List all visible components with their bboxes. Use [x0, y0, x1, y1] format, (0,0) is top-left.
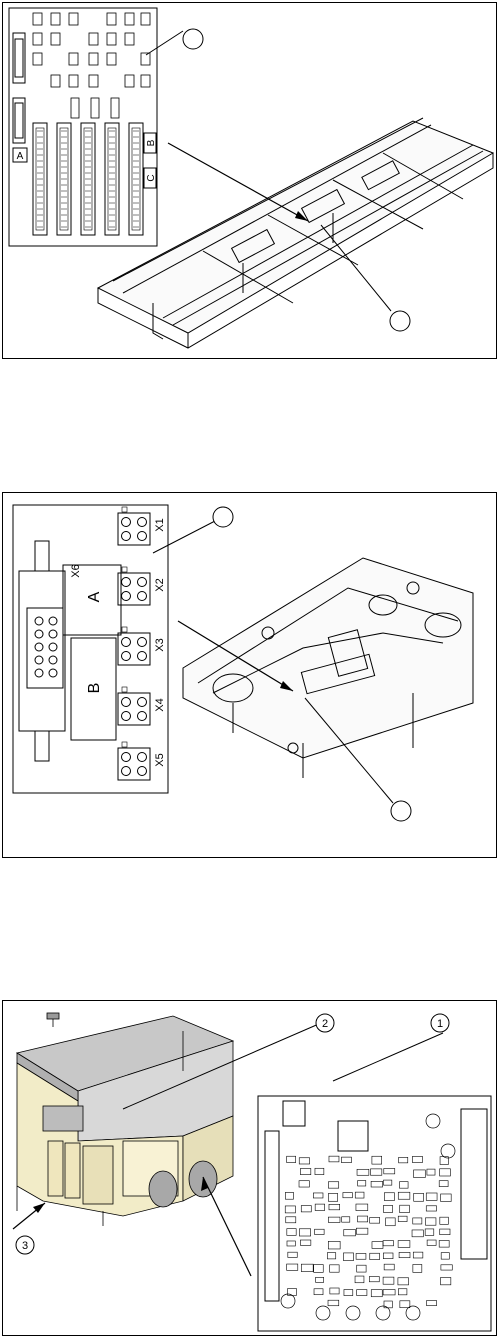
callout-circle: [183, 29, 203, 49]
connector-label: X4: [154, 698, 166, 711]
callout-number-1: 1: [437, 1018, 443, 1030]
board-label-a: A: [86, 591, 103, 602]
board-outline: [9, 8, 157, 246]
connector-label: X6: [70, 564, 82, 577]
figure-3-machine-overview: 1 2 3: [2, 1000, 497, 1336]
board-label-b: B: [86, 683, 103, 694]
connector-label: X1: [154, 518, 166, 531]
figure-2-drawing: A B X1X2X3X4X5 X6: [3, 493, 496, 857]
callout-circle: [390, 311, 410, 331]
callout-circle: [213, 507, 233, 527]
leader-line: [321, 225, 391, 311]
figure-3-drawing: 1 2 3: [3, 1001, 496, 1335]
machine-drawing: [17, 1013, 233, 1226]
connector-label: X2: [154, 578, 166, 591]
board-label-c: C: [146, 174, 157, 181]
callout-number-2: 2: [322, 1018, 328, 1030]
leader-line: [333, 1033, 443, 1081]
pointer-arrow: [203, 1177, 251, 1276]
transfer-unit-drawing: [183, 558, 473, 778]
board-label-b: B: [146, 139, 157, 146]
figure-1-drawing: A B C: [3, 3, 496, 358]
connector-label: X3: [154, 638, 166, 651]
callout-number-3: 3: [22, 1240, 28, 1252]
figure-1-board-and-conveyor: A B C: [2, 2, 497, 359]
callout-circle: [391, 801, 411, 821]
pointer-arrow: [168, 143, 308, 221]
board-label-a: A: [17, 151, 24, 162]
connector-label: X5: [154, 753, 166, 766]
board-outline: [13, 505, 168, 793]
